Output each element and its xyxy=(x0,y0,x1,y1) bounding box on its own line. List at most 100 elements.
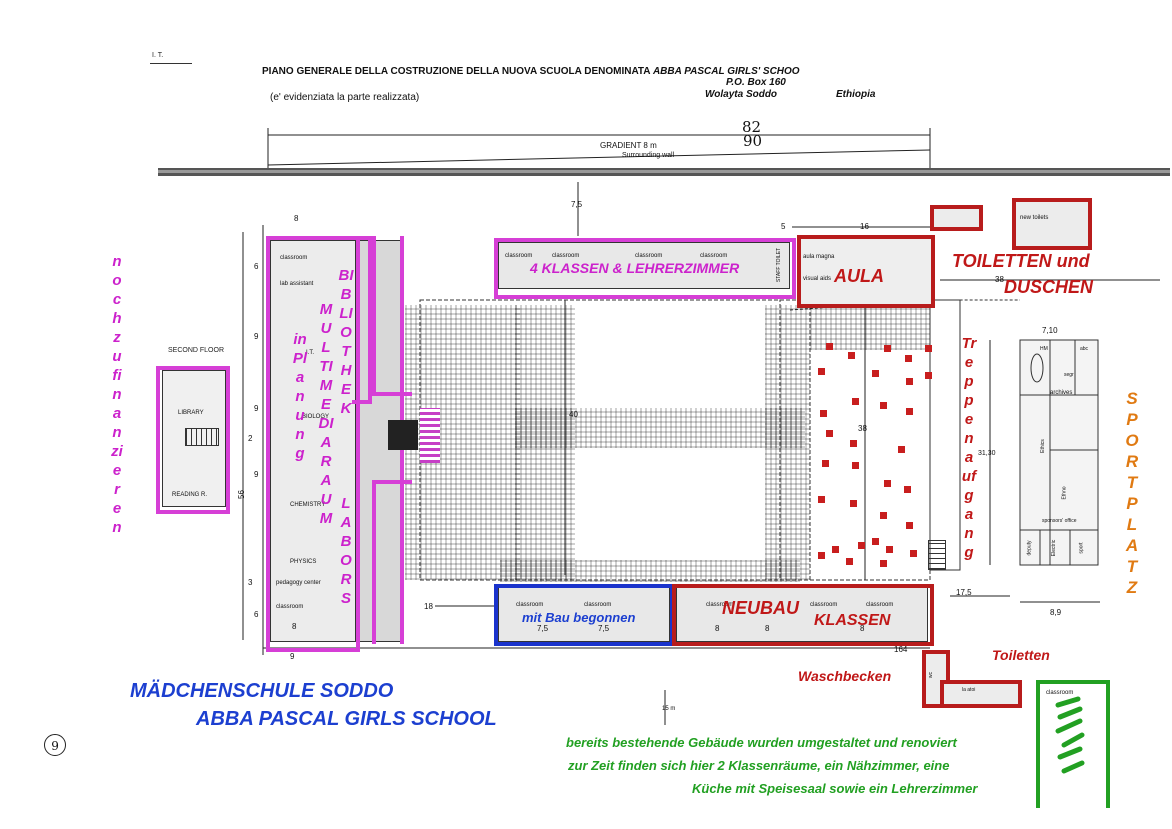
tree-marker xyxy=(880,512,887,519)
tree-marker xyxy=(832,546,839,553)
dim-38: 38 xyxy=(858,424,867,433)
plan-title-school: ABBA PASCAL GIRLS' SCHOO xyxy=(652,66,800,77)
mit-bau-begonnen-annotation: mit Bau begonnen xyxy=(522,610,636,625)
classroom-top-4: classroom xyxy=(700,253,728,259)
electric-label: Electric xyxy=(1051,539,1058,557)
tree-marker xyxy=(826,343,833,350)
hand-number-90: 90 xyxy=(743,132,763,150)
green-note-line-2: zur Zeit finden sich hier 2 Klassenräume… xyxy=(568,758,950,773)
tree-marker xyxy=(858,542,865,549)
bottom-new-highlight xyxy=(672,584,934,646)
tree-marker xyxy=(880,402,887,409)
klassen-annotation: KLASSEN xyxy=(814,612,891,629)
tree-marker xyxy=(850,440,857,447)
classroom-left-bottom: classroom xyxy=(276,604,304,610)
tree-marker xyxy=(904,486,911,493)
dim-6b: 6 xyxy=(254,610,259,619)
po-box: P.O. Box 160 xyxy=(726,77,786,88)
courtyard-path-middle xyxy=(515,408,805,448)
tree-marker xyxy=(925,345,932,352)
green-note-line-3: Küche mit Speisesaal sowie ein Lehrerzim… xyxy=(692,781,978,796)
plan-title-text: PIANO GENERALE DELLA COSTRUZIONE DELLA N… xyxy=(262,66,651,77)
tree-marker xyxy=(906,408,913,415)
dim-9b: 9 xyxy=(254,404,259,413)
gradient-label: GRADIENT 8 m xyxy=(600,141,657,150)
pink-bar-1 xyxy=(372,236,376,396)
hand-number-82: 82 xyxy=(742,118,762,136)
classroom-left-top: classroom xyxy=(280,255,308,261)
classroom-green-label: classroom xyxy=(1046,690,1074,696)
deputy-label: deputy xyxy=(1026,540,1033,556)
biology-label: BIOLOGY xyxy=(302,414,330,420)
ethno-label: Ethno xyxy=(1061,486,1068,500)
sportplatz-annotation: SPORTPLATZ xyxy=(1125,389,1139,597)
left-wing-corridor xyxy=(355,240,402,642)
pink-bar-4 xyxy=(372,480,412,484)
bottom-classrooms-begun xyxy=(498,587,670,642)
physics-label: PHYSICS xyxy=(290,559,317,565)
classroom-bottom-4: classroom xyxy=(810,602,838,608)
tree-marker xyxy=(818,496,825,503)
reading-room-label: READING R. xyxy=(172,492,208,498)
multimedia-annotation: MULTIMEDIARAUM xyxy=(318,301,334,527)
tree-marker xyxy=(872,370,879,377)
left-wing-highlight-ext xyxy=(352,236,372,404)
tree-marker xyxy=(898,446,905,453)
dim-8-left: 8 xyxy=(292,622,297,631)
dim-7-5-b: 7,5 xyxy=(598,624,610,633)
classroom-bottom-1: classroom xyxy=(516,602,544,608)
in-planung-annotation: in Planung xyxy=(292,331,308,462)
tree-marker xyxy=(925,372,932,379)
classroom-bottom-5: classroom xyxy=(866,602,894,608)
tree-marker xyxy=(822,460,829,467)
ethics-label: Ethics xyxy=(1039,439,1046,453)
green-note-line-1: bereits bestehende Gebäude wurden umgest… xyxy=(566,735,957,750)
courtyard-path-col1 xyxy=(515,305,575,580)
staff-toilet-label: STAFF TOILET xyxy=(776,247,783,283)
school-name-de: MÄDCHENSCHULE SODDO xyxy=(130,680,394,702)
dim-8-b: 8 xyxy=(765,624,770,633)
dim-15m: 15 m xyxy=(662,706,676,712)
it-label: I.T. xyxy=(306,350,315,356)
dim-8: 8 xyxy=(294,214,299,223)
pedagogy-label: pedagogy center xyxy=(276,580,321,586)
treppenaufgang-annotation: Treppenaufgang xyxy=(961,335,977,561)
wall-label: Surrounding wall xyxy=(622,152,675,159)
segr-label: segr xyxy=(1064,372,1074,378)
green-scribble xyxy=(1055,696,1085,774)
dim-9c: 9 xyxy=(254,470,259,479)
sport-label: sport xyxy=(1078,542,1085,554)
tree-marker xyxy=(872,538,879,545)
toiletten-annotation: Toiletten xyxy=(992,647,1050,663)
tree-marker xyxy=(910,550,917,557)
tree-marker xyxy=(852,462,859,469)
dim-18: 18 xyxy=(424,602,433,611)
noch-zu-finanzieren-annotation: noch zu finanzieren xyxy=(110,252,124,537)
plan-title: PIANO GENERALE DELLA COSTRUZIONE DELLA N… xyxy=(262,66,800,77)
tree-marker xyxy=(886,546,893,553)
page-number: 6 xyxy=(44,734,66,756)
dim-164: 164 xyxy=(894,645,908,654)
tree-marker xyxy=(826,430,833,437)
pink-bar-3 xyxy=(372,480,376,644)
left-wing-highlight xyxy=(266,236,360,652)
neubau-annotation: NEUBAU xyxy=(722,598,800,618)
bibliothek-annotation: BIBLIOTHEK xyxy=(338,267,354,417)
sponsors-label: sponsors' office xyxy=(1042,518,1077,524)
new-toilets-highlight xyxy=(1012,198,1092,250)
tree-marker xyxy=(884,480,891,487)
dim-7-10: 7,10 xyxy=(1042,326,1058,335)
dim-8-c: 8 xyxy=(860,624,865,633)
waschbecken-annotation: Waschbecken xyxy=(798,668,892,684)
tree-marker xyxy=(850,500,857,507)
library-highlight xyxy=(156,366,230,514)
classroom-top-2: classroom xyxy=(552,253,580,259)
dim-5: 5 xyxy=(781,222,786,231)
duschen-annotation: DUSCHEN xyxy=(1004,277,1094,297)
dim-17-5: 17,5 xyxy=(956,588,972,597)
stair-block xyxy=(928,540,946,570)
aula-building xyxy=(800,238,932,305)
pink-bar-2 xyxy=(372,392,412,396)
school-name-en: ABBA PASCAL GIRLS SCHOOL xyxy=(196,708,497,730)
